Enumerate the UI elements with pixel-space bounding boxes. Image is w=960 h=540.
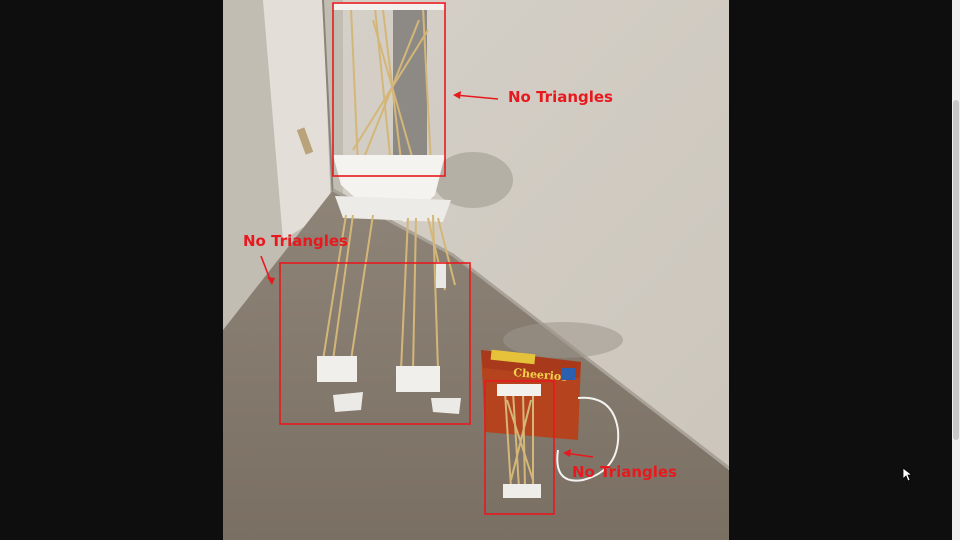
annotation-label-small-tower: No Triangles bbox=[572, 463, 677, 481]
annotation-label-legs: No Triangles bbox=[243, 232, 348, 250]
tower-photo: Cheerios bbox=[223, 0, 729, 540]
cereal-brand-text: Cheerios bbox=[513, 366, 568, 384]
photo-scene: Cheerios bbox=[223, 0, 729, 540]
mouse-pointer-icon bbox=[902, 467, 914, 482]
annotation-box-top bbox=[332, 2, 446, 177]
annotation-box-legs bbox=[279, 262, 471, 425]
annotation-arrow-top bbox=[454, 94, 499, 100]
annotation-box-small-tower bbox=[484, 380, 555, 515]
vertical-scrollbar[interactable] bbox=[952, 0, 960, 540]
scrollbar-thumb[interactable] bbox=[953, 100, 959, 440]
annotation-label-top: No Triangles bbox=[508, 88, 613, 106]
